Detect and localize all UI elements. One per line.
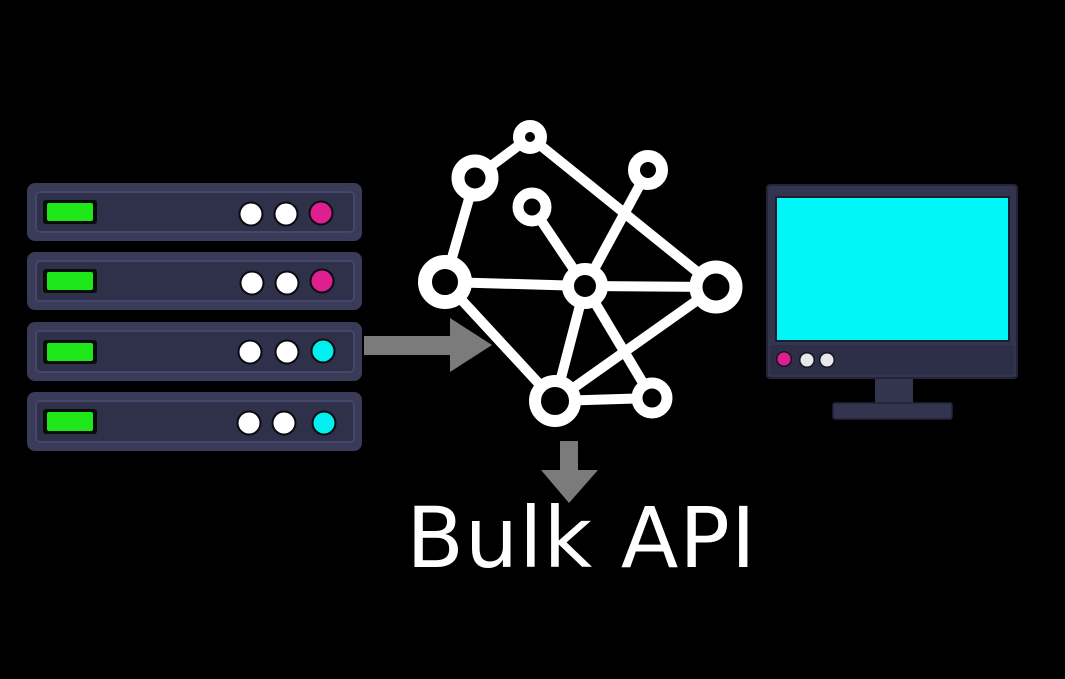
server-rack — [27, 183, 362, 451]
graph-node-upper-right — [628, 150, 668, 190]
graph-node-inner-left — [512, 187, 552, 227]
graph-node-bottom-right — [631, 377, 673, 419]
graph-node-bottom — [529, 375, 581, 427]
down-arrow-icon — [541, 441, 598, 503]
graph-node-right — [689, 260, 743, 314]
graph-node-center — [562, 263, 608, 309]
right-arrow-icon — [364, 318, 492, 372]
monitor-screen — [775, 196, 1010, 342]
graph-node-upper-left — [451, 154, 499, 202]
diagram-caption: Bulk API — [406, 489, 757, 587]
server-unit — [27, 183, 362, 241]
server-unit — [27, 322, 362, 381]
monitor-icon — [766, 184, 1018, 420]
server-unit — [27, 392, 362, 451]
graph-nodes — [418, 120, 743, 427]
graph-node-left — [418, 255, 472, 309]
server-unit — [27, 252, 362, 310]
